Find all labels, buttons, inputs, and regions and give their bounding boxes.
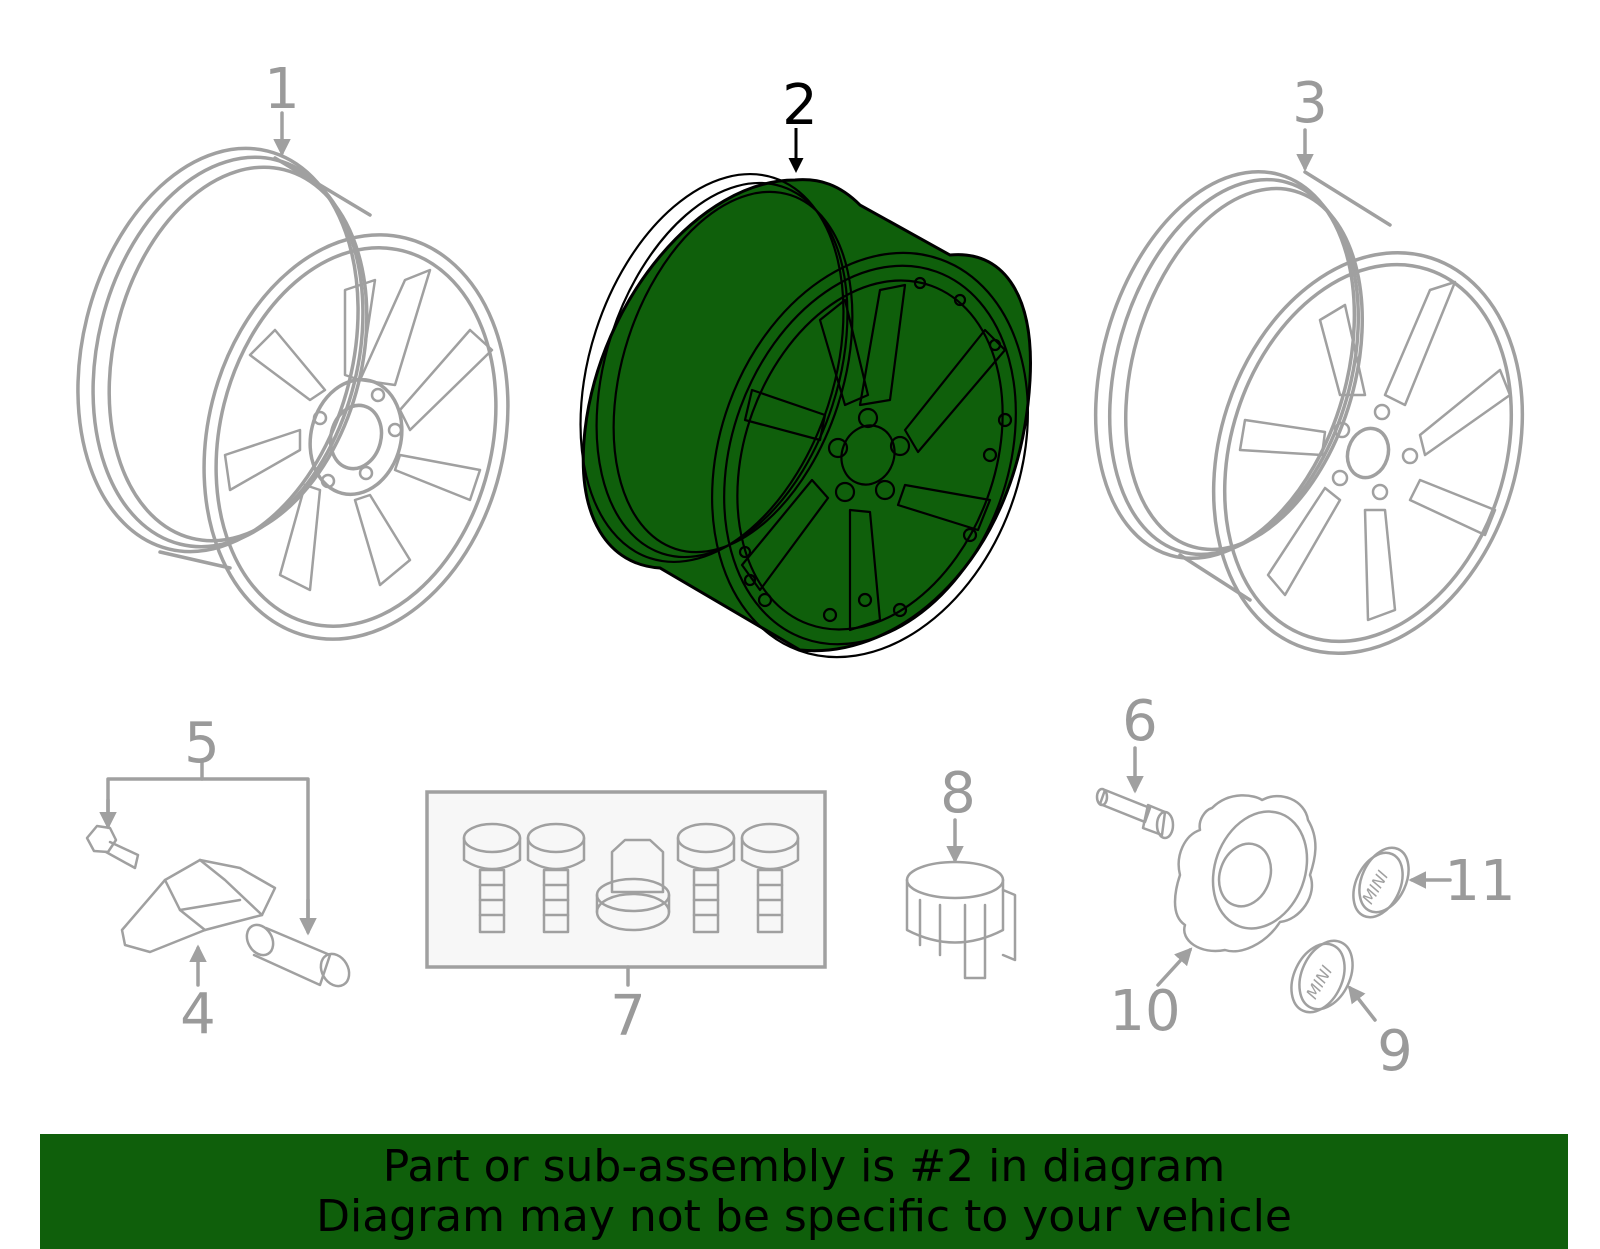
- lock-bolt-icon: [740, 822, 800, 934]
- lock-bolt-icon: [462, 822, 522, 934]
- emblem-9: MINI: [1290, 939, 1354, 1014]
- lock-bolt-icon: [526, 822, 586, 934]
- screw-icon: [85, 824, 140, 870]
- callout-9[interactable]: 9: [1377, 1019, 1413, 1084]
- callout-8[interactable]: 8: [940, 761, 976, 826]
- center-cap-group[interactable]: 6 10 MINI 11 MINI 9: [1095, 689, 1516, 1084]
- tpms-sensor-icon: [120, 858, 277, 954]
- valve-stem-icon: [245, 923, 351, 988]
- callout-6[interactable]: 6: [1122, 689, 1158, 754]
- center-cap-icon: [1173, 794, 1317, 953]
- banner-line-1: Part or sub-assembly is #2 in diagram: [382, 1140, 1226, 1192]
- banner-line-2: Diagram may not be specific to your vehi…: [316, 1190, 1292, 1242]
- lock-bolt-kit[interactable]: 7: [425, 790, 827, 1049]
- emblem-11: MINI: [1352, 846, 1410, 919]
- callout-7[interactable]: 7: [610, 984, 646, 1049]
- clip-icon: [905, 860, 1017, 980]
- mini-logo: MINI: [1302, 962, 1336, 1002]
- callout-4[interactable]: 4: [180, 982, 216, 1047]
- callout-11[interactable]: 11: [1444, 849, 1515, 914]
- callout-2[interactable]: 2: [782, 73, 818, 138]
- wheel-2-highlighted[interactable]: 2: [534, 73, 1082, 702]
- hub-clip[interactable]: 8: [905, 761, 1017, 980]
- info-banner: Part or sub-assembly is #2 in diagram Di…: [40, 1134, 1568, 1249]
- callout-10[interactable]: 10: [1109, 979, 1180, 1044]
- tpms-sensor-group[interactable]: 5 4: [85, 711, 355, 1047]
- wheel-1[interactable]: 1: [37, 57, 549, 672]
- callout-5[interactable]: 5: [184, 711, 220, 776]
- lock-bolt-icon: [676, 822, 736, 934]
- bolt-icon: [1095, 787, 1175, 840]
- lock-key-icon: [595, 838, 671, 932]
- callout-3[interactable]: 3: [1292, 71, 1328, 136]
- callout-1[interactable]: 1: [264, 57, 300, 122]
- wheel-3[interactable]: 3: [1053, 71, 1572, 694]
